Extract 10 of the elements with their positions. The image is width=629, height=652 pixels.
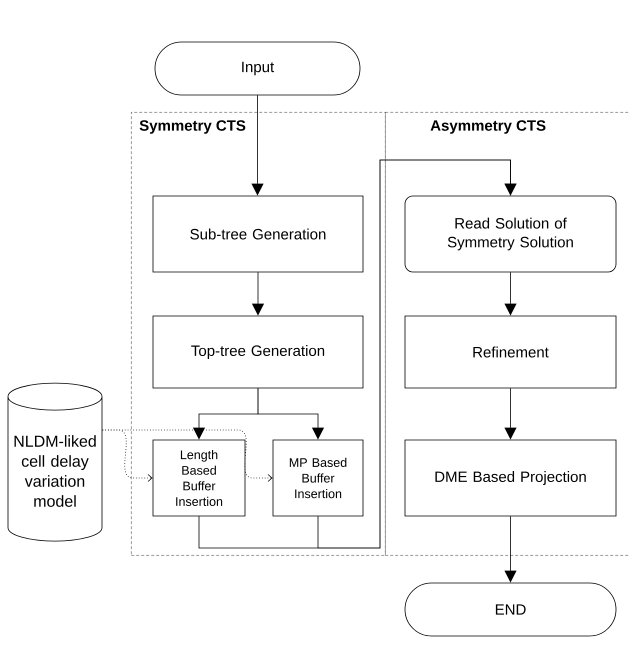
process-box: Read Solution of Symmetry Solution [404,196,616,272]
process-box: Top-tree Generation [152,316,364,388]
process-box: Sub-tree Generation [152,196,364,272]
process-box: MP Based Buffer Insertion [272,440,364,516]
process-box: Refinement [404,316,616,388]
arrow [318,160,517,548]
process-box: DME Based Projection [404,440,616,516]
process-box: Length Based Buffer Insertion [152,440,246,516]
arrow [102,430,273,482]
database-cylinder: NLDM-liked cell delay variation model [8,382,102,542]
